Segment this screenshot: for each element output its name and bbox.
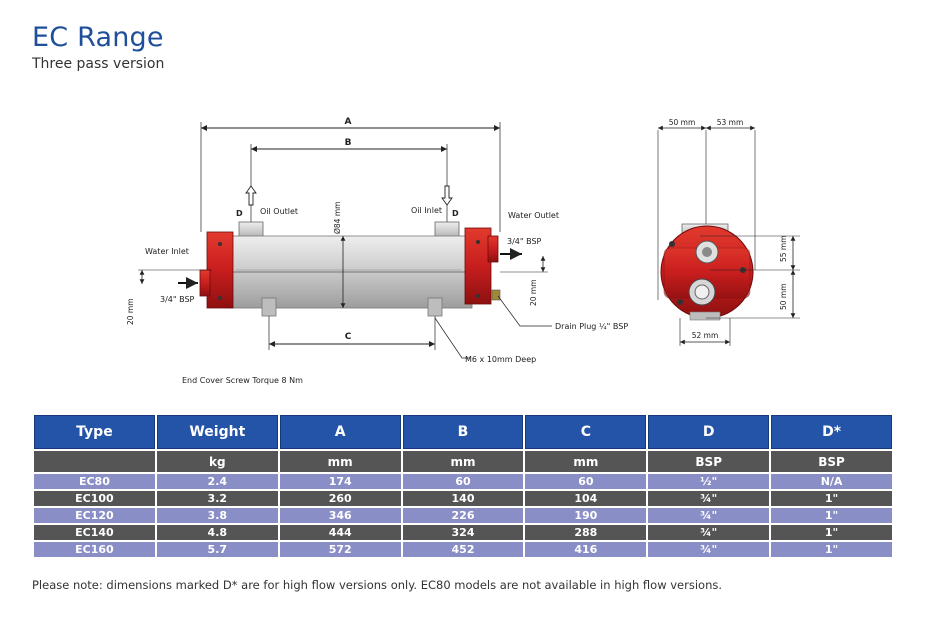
bsp-right-label: 3/4" BSP [507, 237, 542, 246]
spec-table: Type Weight A B C D D* kg mm mm mm BSP B… [32, 413, 894, 559]
table-cell: 174 [279, 474, 401, 489]
table-cell: EC100 [34, 491, 155, 506]
table-cell: 226 [402, 508, 524, 523]
table-cell: 104 [525, 491, 647, 506]
water-inlet-label: Water Inlet [145, 247, 189, 256]
table-row: EC100 3.2 260 140 104 ¾" 1" [34, 491, 892, 506]
unit-cell: mm [279, 451, 401, 472]
table-header-row: Type Weight A B C D D* [34, 415, 892, 449]
table-cell: 1" [771, 508, 892, 523]
table-cell: 1" [771, 525, 892, 540]
table-cell: 3.8 [156, 508, 278, 523]
table-cell: EC80 [34, 474, 155, 489]
table-cell: 452 [402, 542, 524, 557]
unit-cell: mm [525, 451, 647, 472]
torque-label: End Cover Screw Torque 8 Nm [182, 376, 303, 385]
technical-drawing: A B D Oil Outlet Oil Inlet D Water Outle… [126, 117, 800, 385]
table-cell: 4.8 [156, 525, 278, 540]
units-row: kg mm mm mm BSP BSP [34, 451, 892, 472]
diameter-label: Ø84 mm [333, 202, 342, 234]
col-d-header: D [648, 415, 770, 449]
dim-a-label: A [345, 117, 352, 127]
dimension-c: C [268, 316, 436, 350]
table-cell: ½" [648, 474, 770, 489]
table-cell: EC120 [34, 508, 155, 523]
oil-outlet-arrow-icon [245, 185, 257, 206]
table-cell: 572 [279, 542, 401, 557]
table-cell: ¾" [648, 542, 770, 557]
table-cell: 140 [402, 491, 524, 506]
table-cell: 60 [525, 474, 647, 489]
cooler-side-view [199, 221, 501, 317]
unit-cell: mm [402, 451, 524, 472]
col-a-header: A [279, 415, 401, 449]
unit-cell: BSP [771, 451, 892, 472]
side-55-label: 55 mm [779, 235, 788, 262]
table-cell: EC160 [34, 542, 155, 557]
table-cell: N/A [771, 474, 892, 489]
water-outlet-label: Water Outlet [508, 211, 559, 220]
table-cell: 60 [402, 474, 524, 489]
table-cell: EC140 [34, 525, 155, 540]
table-cell: 5.7 [156, 542, 278, 557]
table-cell: 190 [525, 508, 647, 523]
oil-inlet-arrow-icon [441, 185, 453, 206]
d-label-left: D [236, 209, 243, 218]
m6-label: M6 x 10mm Deep [465, 355, 536, 364]
dim-20-left-label: 20 mm [126, 298, 135, 325]
unit-cell [34, 451, 155, 472]
page-subtitle: Three pass version [32, 56, 165, 72]
table-cell: 444 [279, 525, 401, 540]
page-title: EC Range [32, 22, 164, 53]
col-type-header: Type [34, 415, 155, 449]
table-row: EC160 5.7 572 452 416 ¾" 1" [34, 542, 892, 557]
bsp-left-label: 3/4" BSP [160, 295, 195, 304]
table-cell: ¾" [648, 491, 770, 506]
table-cell: 2.4 [156, 474, 278, 489]
table-row: EC80 2.4 174 60 60 ½" N/A [34, 474, 892, 489]
table-cell: 346 [279, 508, 401, 523]
dimension-a: A [200, 117, 501, 232]
unit-cell: kg [156, 451, 278, 472]
oil-outlet-label: Oil Outlet [260, 207, 298, 216]
footnote: Please note: dimensions marked D* are fo… [32, 578, 723, 592]
col-b-header: B [402, 415, 524, 449]
cooler-end-view: 50 mm 53 mm 55 mm 50 mm 52 mm [657, 118, 800, 346]
table-cell: 3.2 [156, 491, 278, 506]
table-row: EC120 3.8 346 226 190 ¾" 1" [34, 508, 892, 523]
table-cell: 324 [402, 525, 524, 540]
dim-c-label: C [345, 332, 352, 342]
table-cell: ¾" [648, 525, 770, 540]
col-weight-header: Weight [156, 415, 278, 449]
side-50-top-label: 50 mm [669, 118, 696, 127]
table-cell: 416 [525, 542, 647, 557]
table-cell: ¾" [648, 508, 770, 523]
dim-20-right-label: 20 mm [529, 279, 538, 306]
unit-cell: BSP [648, 451, 770, 472]
side-52-label: 52 mm [692, 331, 719, 340]
side-50-right-label: 50 mm [779, 283, 788, 310]
dimension-b: B [250, 138, 448, 226]
col-dstar-header: D* [771, 415, 892, 449]
table-cell: 260 [279, 491, 401, 506]
table-row: EC140 4.8 444 324 288 ¾" 1" [34, 525, 892, 540]
col-c-header: C [525, 415, 647, 449]
side-53-top-label: 53 mm [717, 118, 744, 127]
table-cell: 1" [771, 542, 892, 557]
table-cell: 1" [771, 491, 892, 506]
dim-b-label: B [345, 138, 352, 148]
d-label-right: D [452, 209, 459, 218]
table-cell: 288 [525, 525, 647, 540]
oil-inlet-label: Oil Inlet [411, 206, 442, 215]
drain-plug-label: Drain Plug ¼" BSP [555, 322, 628, 331]
